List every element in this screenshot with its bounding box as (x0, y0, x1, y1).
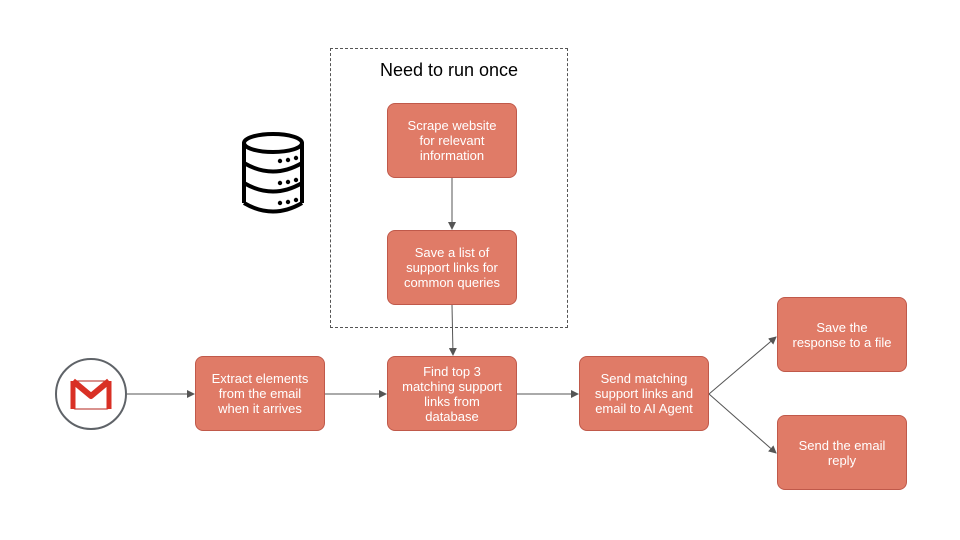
database-icon (242, 132, 304, 214)
arrow-send-to-reply (708, 393, 777, 454)
group-label: Need to run once (379, 60, 519, 80)
gmail-icon (55, 358, 127, 430)
node-send-to-ai-agent: Send matching support links and email to… (579, 356, 709, 431)
node-find-top-3: Find top 3 matching support links from d… (387, 356, 517, 431)
node-save-support-links: Save a list of support links for common … (387, 230, 517, 305)
node-save-response: Save the response to a file (777, 297, 907, 372)
arrow-save-to-find (448, 304, 457, 356)
node-extract-elements: Extract elements from the email when it … (195, 356, 325, 431)
node-scrape-website: Scrape website for relevant information (387, 103, 517, 178)
node-send-reply: Send the email reply (777, 415, 907, 490)
run-once-group (330, 48, 568, 328)
arrow-send-to-save-file (708, 336, 777, 395)
